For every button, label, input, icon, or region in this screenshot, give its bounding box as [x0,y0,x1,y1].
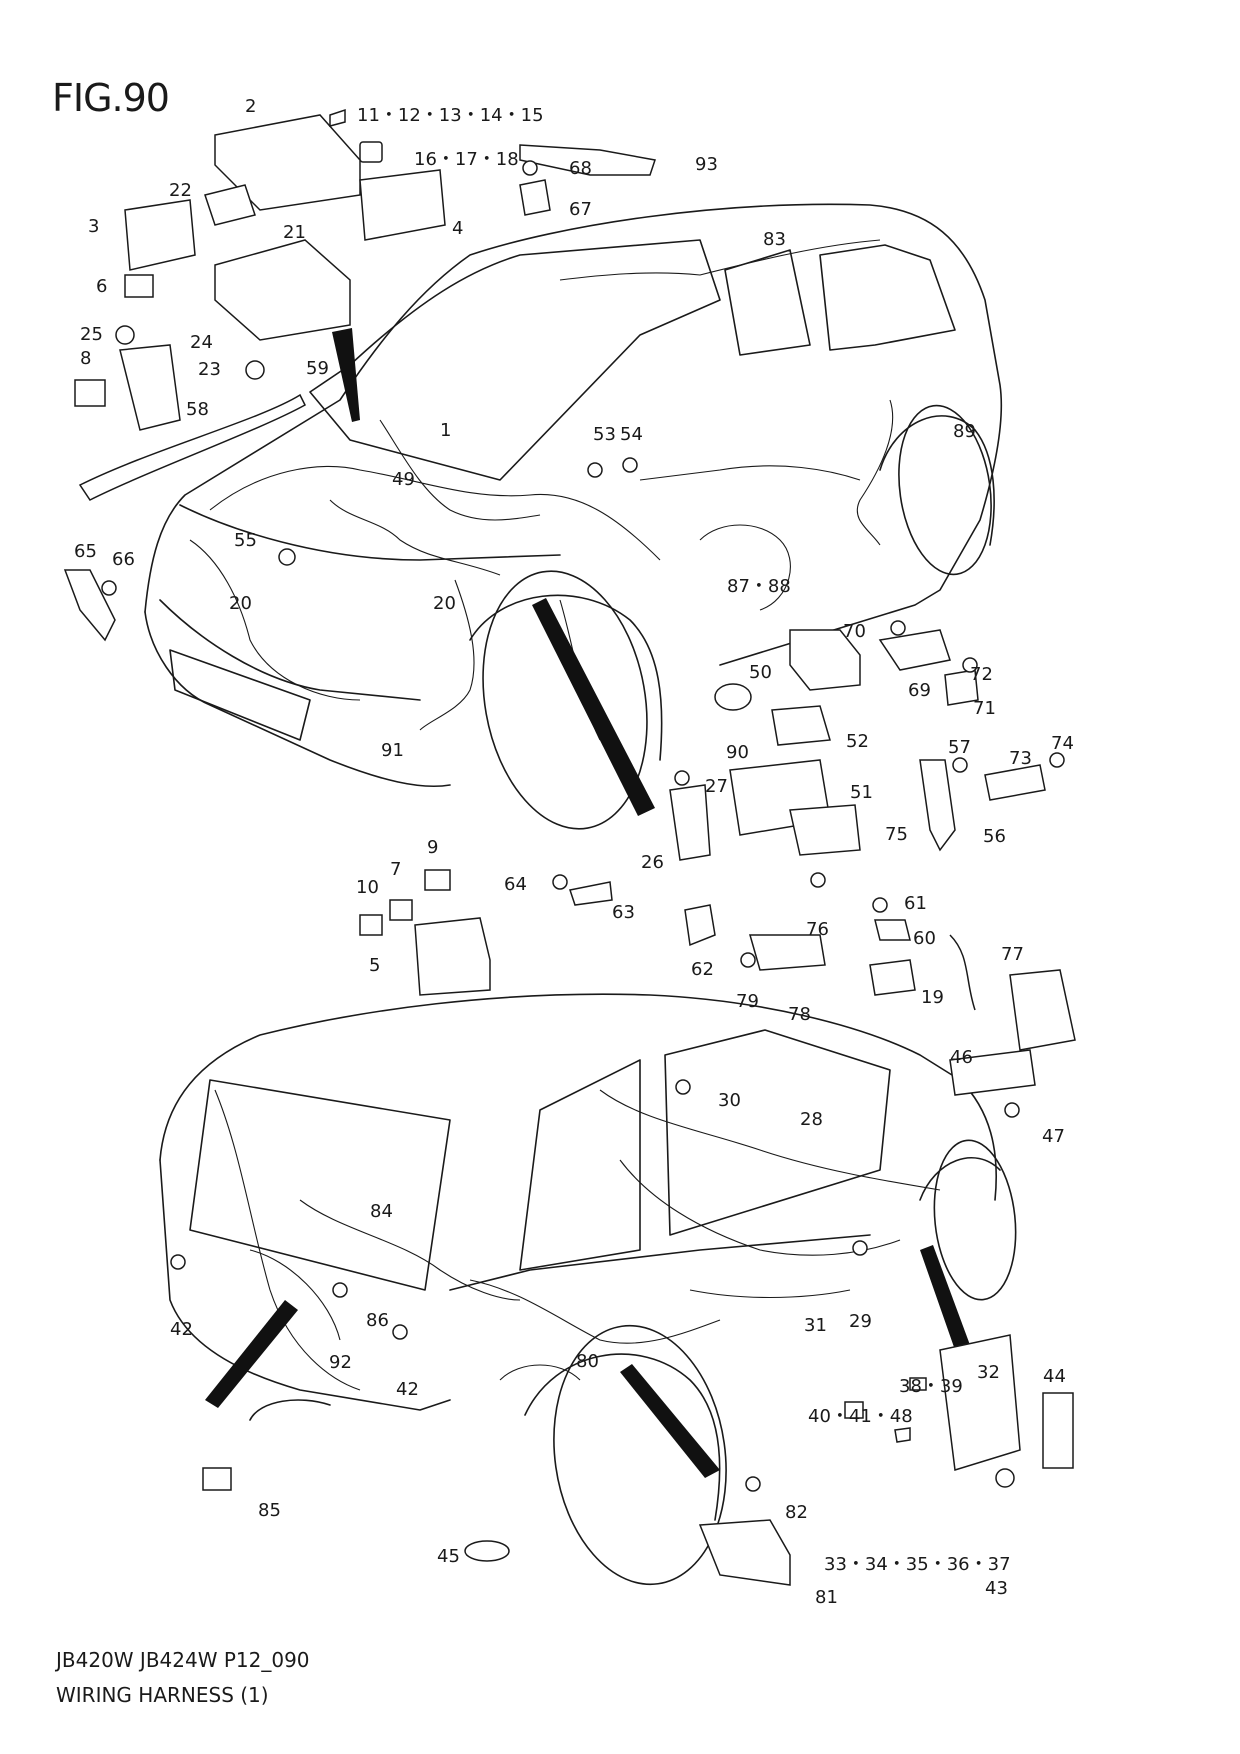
callout-label-25: 25 [80,324,103,345]
callout-label-81: 81 [815,1587,838,1608]
callout-label-49: 49 [392,469,415,490]
callout-label-85: 85 [258,1500,281,1521]
callout-label-65: 65 [74,541,97,562]
front-small-parts [63,457,1065,1011]
callout-label-45: 45 [437,1546,460,1567]
callout-label-59: 59 [306,358,329,379]
rear-vehicle-outline [159,993,1017,1586]
callout-label-92: 92 [329,1352,352,1373]
callout-label-51: 51 [850,782,873,803]
callout-label-82: 82 [785,1502,808,1523]
callout-label-93: 93 [695,154,718,175]
callout-label-30: 30 [718,1090,741,1111]
callout-label-27: 27 [705,776,728,797]
callout-label-66: 66 [112,549,135,570]
callout-label-7: 7 [390,859,401,880]
leader-arrow-relay-box [332,328,360,422]
callout-label-83: 83 [763,229,786,250]
leader-arrow-junction-block [532,598,655,816]
callout-label-75: 75 [885,824,908,845]
callout-label-55: 55 [234,530,257,551]
callout-label-44: 44 [1043,1366,1066,1387]
callout-label-29: 29 [849,1311,872,1332]
callout-label-56: 56 [983,826,1006,847]
callout-label-28: 28 [800,1109,823,1130]
callout-label-52: 52 [846,731,869,752]
callout-label-16: 16・17・18 [414,149,519,170]
callout-label-76: 76 [806,919,829,940]
callout-label-62: 62 [691,959,714,980]
callout-label-5: 5 [369,955,380,976]
drawing-name: WIRING HARNESS (1) [56,1683,269,1707]
callout-label-91: 91 [381,740,404,761]
callout-label-77: 77 [1001,944,1024,965]
callout-label-20b: 20 [433,593,456,614]
callout-label-68: 68 [569,158,592,179]
callout-label-6: 6 [96,276,107,297]
callout-label-58: 58 [186,399,209,420]
callout-label-26: 26 [641,852,664,873]
callout-label-24: 24 [190,332,213,353]
callout-label-86: 86 [366,1310,389,1331]
callout-label-63: 63 [612,902,635,923]
callout-label-69: 69 [908,680,931,701]
callout-label-38: 38・39 [899,1376,963,1397]
callout-label-4: 4 [452,218,463,239]
callout-label-46: 46 [950,1047,973,1068]
callout-label-31: 31 [804,1315,827,1336]
rear-wiring-harness [214,1089,941,1391]
callout-label-87: 87・88 [727,576,791,597]
callout-label-19: 19 [921,987,944,1008]
front-vehicle-outline [144,203,1003,830]
callout-label-79: 79 [736,991,759,1012]
callout-label-64: 64 [504,874,527,895]
callout-label-20a: 20 [229,593,252,614]
callout-label-47: 47 [1042,1126,1065,1147]
callout-label-74: 74 [1051,733,1074,754]
callout-label-67: 67 [569,199,592,220]
callout-label-84: 84 [370,1201,393,1222]
callout-label-54: 54 [620,424,643,445]
callout-label-11: 11・12・13・14・15 [357,105,544,126]
callout-label-73: 73 [1009,748,1032,769]
callout-label-43: 43 [985,1578,1008,1599]
callout-label-23: 23 [198,359,221,380]
callout-label-61: 61 [904,893,927,914]
callout-label-78: 78 [788,1004,811,1025]
callout-label-53: 53 [593,424,616,445]
callout-label-42a: 42 [170,1319,193,1340]
callout-label-2: 2 [245,96,256,117]
callout-label-22: 22 [169,180,192,201]
figure-title: FIG.90 [52,76,170,120]
leader-arrow-tailgate [205,1300,298,1408]
rear-small-parts [170,969,1076,1586]
callout-label-70: 70 [843,621,866,642]
callout-label-21: 21 [283,222,306,243]
callout-label-50: 50 [749,662,772,683]
callout-label-71: 71 [973,698,996,719]
leader-arrow-rear-wheel [620,1364,720,1478]
front-wiring-harness [189,239,894,741]
callout-label-10: 10 [356,877,379,898]
callout-label-32: 32 [977,1362,1000,1383]
relay-box-cluster [74,108,656,501]
callout-label-9: 9 [427,837,438,858]
callout-label-42b: 42 [396,1379,419,1400]
callout-label-72: 72 [970,664,993,685]
callout-label-60: 60 [913,928,936,949]
callout-label-57: 57 [948,737,971,758]
callout-label-89: 89 [953,421,976,442]
callout-label-33: 33・34・35・36・37 [824,1554,1011,1575]
leader-arrow-fuse-box [920,1245,970,1350]
callout-label-3: 3 [88,216,99,237]
callout-label-90: 90 [726,742,749,763]
callout-label-40: 40・41・48 [808,1406,913,1427]
drawing-code: JB420W JB424W P12_090 [56,1648,310,1672]
callout-label-1: 1 [440,420,451,441]
callout-label-80: 80 [576,1351,599,1372]
callout-label-8: 8 [80,348,91,369]
